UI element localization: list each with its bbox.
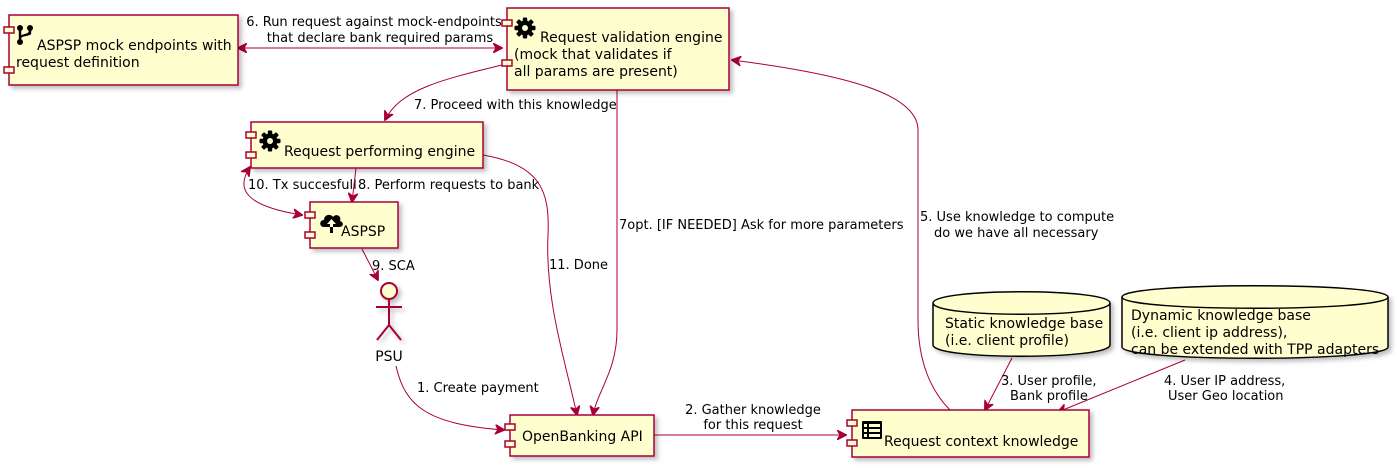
edge-5-label-2: do we have all necessary bbox=[934, 226, 1099, 241]
edge-9: 9. SCA bbox=[361, 248, 415, 280]
dynamic-kb-label-2: (i.e. client ip address), bbox=[1131, 325, 1287, 341]
edge-4-label-1: 4. User IP address, bbox=[1164, 374, 1285, 389]
node-mock-endpoints[interactable]: ASPSP mock endpoints with request defini… bbox=[3, 14, 239, 86]
node-performing-engine[interactable]: Request performing engine bbox=[245, 121, 484, 169]
edge-5: 5. Use knowledge to compute do we have a… bbox=[732, 60, 1114, 411]
edge-8-label: 8. Perform requests to bank bbox=[358, 178, 540, 193]
node-static-kb[interactable]: Static knowledge base (i.e. client profi… bbox=[932, 291, 1111, 357]
edge-3: 3. User profile, Bank profile bbox=[985, 357, 1097, 410]
edge-7opt-label: 7opt. [IF NEEDED] Ask for more parameter… bbox=[619, 218, 904, 233]
performing-engine-label: Request performing engine bbox=[284, 144, 475, 160]
validation-engine-label-1: Request validation engine bbox=[540, 30, 722, 46]
edge-6-label-2: that declare bank required params bbox=[267, 31, 494, 46]
node-dynamic-kb[interactable]: Dynamic knowledge base (i.e. client ip a… bbox=[1121, 285, 1389, 359]
static-kb-label-1: Static knowledge base bbox=[945, 316, 1103, 332]
edge-7-label: 7. Proceed with this knowledge bbox=[414, 98, 617, 113]
dynamic-kb-label-3: can be extended with TPP adapters bbox=[1131, 342, 1379, 358]
node-psu[interactable]: PSU bbox=[375, 282, 403, 365]
edge-4-label-2: User Geo location bbox=[1168, 389, 1284, 404]
cloud-upload-icon bbox=[320, 214, 343, 233]
edge-3-label-2: Bank profile bbox=[1010, 389, 1088, 404]
edge-2: 2. Gather knowledge for this request bbox=[654, 403, 846, 435]
dynamic-kb-label-1: Dynamic knowledge base bbox=[1131, 308, 1311, 324]
node-openbanking-api[interactable]: OpenBanking API bbox=[504, 414, 655, 457]
edge-8: 8. Perform requests to bank bbox=[352, 167, 540, 202]
edge-1-label: 1. Create payment bbox=[417, 381, 539, 396]
edge-6-label-1: 6. Run request against mock-endpoints bbox=[246, 15, 502, 30]
mock-endpoints-label-1: ASPSP mock endpoints with bbox=[37, 38, 232, 54]
edge-7: 7. Proceed with this knowledge bbox=[385, 64, 617, 120]
gear-icon bbox=[259, 130, 281, 152]
edge-10-label: 10. Tx succesfull bbox=[248, 178, 357, 193]
edge-10: 10. Tx succesfull bbox=[244, 167, 357, 215]
edge-7opt: 7opt. [IF NEEDED] Ask for more parameter… bbox=[593, 90, 904, 415]
psu-label: PSU bbox=[375, 349, 403, 365]
edge-1: 1. Create payment bbox=[395, 365, 539, 430]
edge-2-label-1: 2. Gather knowledge bbox=[685, 403, 821, 418]
edge-9-label: 9. SCA bbox=[372, 259, 415, 274]
openbanking-api-label: OpenBanking API bbox=[522, 429, 643, 445]
edge-11: 11. Done bbox=[482, 154, 608, 415]
edge-4: 4. User IP address, User Geo location bbox=[1058, 359, 1285, 412]
static-kb-label-2: (i.e. client profile) bbox=[945, 333, 1069, 349]
edge-6: 6. Run request against mock-endpoints th… bbox=[238, 15, 502, 48]
gear-icon bbox=[514, 17, 536, 39]
context-knowledge-label: Request context knowledge bbox=[884, 434, 1078, 450]
branch-icon bbox=[17, 25, 33, 45]
edge-3-label-1: 3. User profile, bbox=[1001, 374, 1097, 389]
validation-engine-label-3: all params are present) bbox=[514, 64, 678, 80]
edge-5-label-1: 5. Use knowledge to compute bbox=[920, 210, 1114, 225]
validation-engine-label-2: (mock that validates if bbox=[514, 47, 673, 63]
node-aspsp[interactable]: ASPSP bbox=[304, 201, 399, 249]
mock-endpoints-label-2: request definition bbox=[16, 55, 140, 71]
edge-11-label: 11. Done bbox=[549, 258, 608, 273]
node-context-knowledge[interactable]: Request context knowledge bbox=[846, 409, 1090, 458]
edge-2-label-2: for this request bbox=[703, 418, 802, 433]
list-icon bbox=[862, 421, 882, 439]
node-validation-engine[interactable]: Request validation engine (mock that val… bbox=[501, 7, 730, 91]
aspsp-label: ASPSP bbox=[341, 224, 385, 240]
actor-icon bbox=[376, 282, 402, 341]
